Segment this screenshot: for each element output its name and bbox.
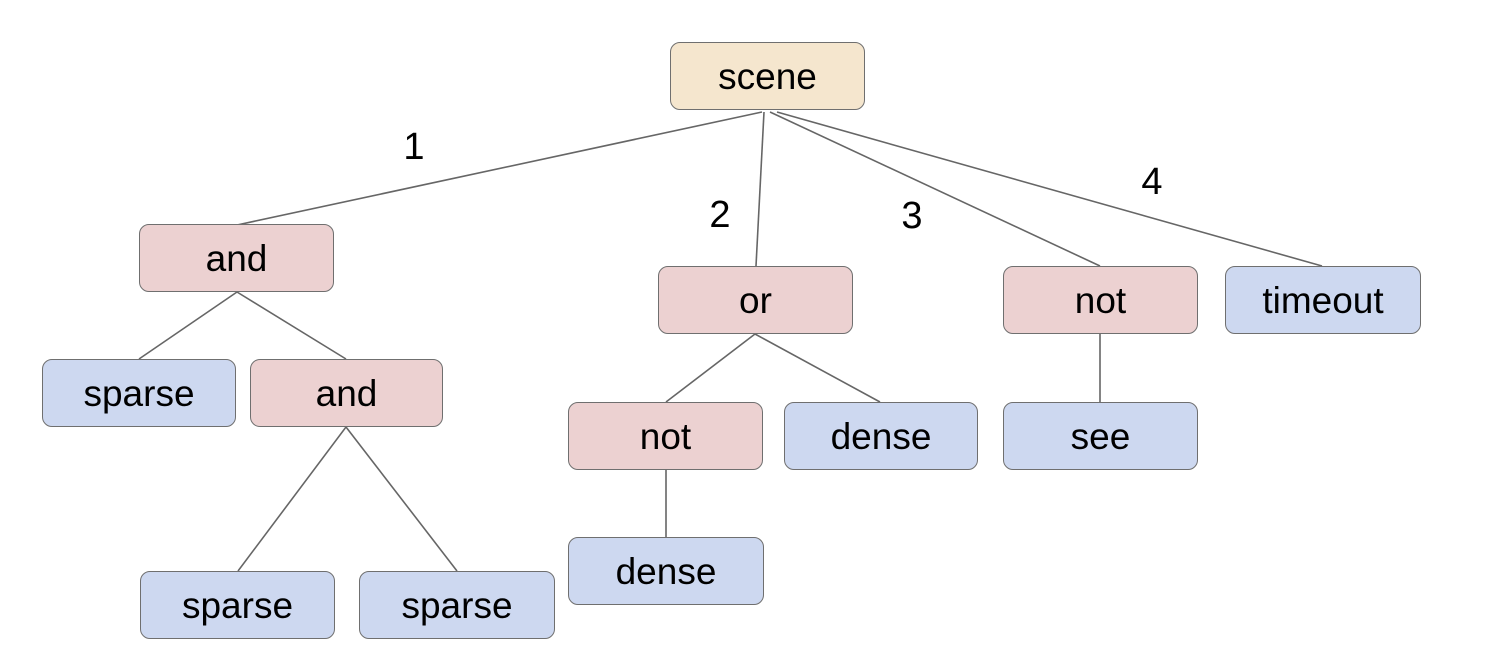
edge-scene-or1 <box>755 111 765 267</box>
node-sparse-bottom-left: sparse <box>140 571 335 639</box>
node-and-level2: and <box>250 359 443 427</box>
edge-and2-sparse2 <box>237 426 347 572</box>
node-and-level1: and <box>139 224 334 292</box>
edge-and1-sparse1 <box>138 291 238 360</box>
edge-scene-not1 <box>769 111 1101 267</box>
node-timeout: timeout <box>1225 266 1421 334</box>
node-sparse-left: sparse <box>42 359 236 427</box>
edge-and2-sparse3 <box>345 426 458 572</box>
node-scene: scene <box>670 42 865 110</box>
node-dense-under-or: dense <box>784 402 978 470</box>
edge-label-branch-4: 4 <box>1141 161 1163 203</box>
edge-or1-not2 <box>665 333 756 403</box>
edge-label-branch-1: 1 <box>403 126 425 168</box>
edge-scene-and1 <box>236 111 763 226</box>
node-not-level1: not <box>1003 266 1198 334</box>
node-not-under-or: not <box>568 402 763 470</box>
edge-label-branch-3: 3 <box>901 195 923 237</box>
node-dense-under-not: dense <box>568 537 764 605</box>
edge-or1-dense1 <box>754 333 881 403</box>
edge-scene-timeout1 <box>776 111 1323 267</box>
edge-label-branch-2: 2 <box>709 194 731 236</box>
edge-and1-and2 <box>236 291 347 360</box>
node-or: or <box>658 266 853 334</box>
node-see: see <box>1003 402 1198 470</box>
node-sparse-bottom-right: sparse <box>359 571 555 639</box>
